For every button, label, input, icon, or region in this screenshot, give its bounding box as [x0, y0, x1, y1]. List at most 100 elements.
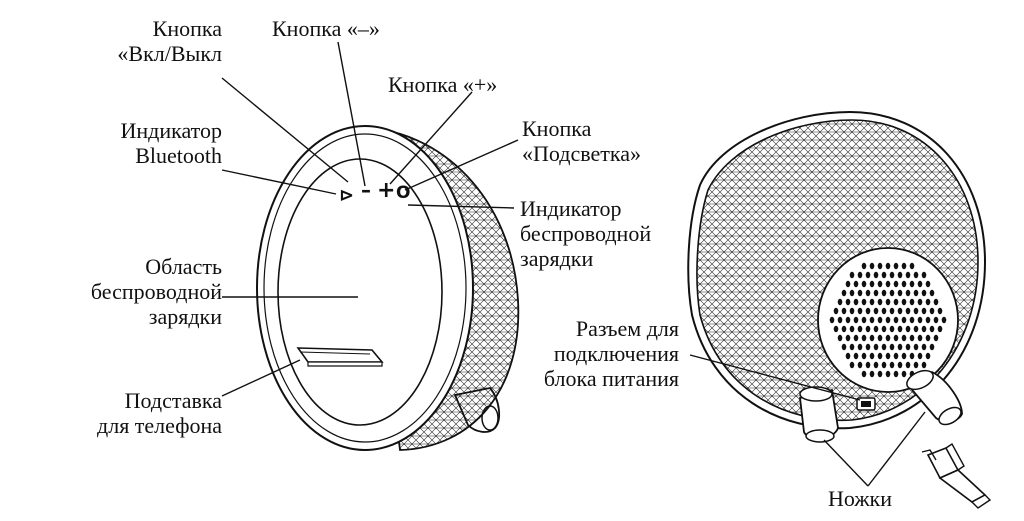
grille-hole [897, 325, 903, 333]
grille-hole [897, 289, 903, 297]
light-button-mark[interactable]: O [396, 183, 411, 203]
front-speaker [256, 125, 520, 451]
grille-hole [873, 307, 879, 315]
grille-hole [909, 352, 915, 360]
grille-hole [849, 307, 855, 315]
grille-hole [885, 280, 891, 288]
phone-stand-ledge [296, 347, 384, 367]
grille-hole [921, 289, 927, 297]
grille-hole [933, 334, 939, 342]
grille-hole [877, 334, 883, 342]
grille-hole [849, 271, 855, 279]
grille-hole [881, 343, 887, 351]
label-minus-button: Кнопка «–» [272, 16, 380, 41]
grille-hole [857, 361, 863, 369]
label-plus-button: Кнопка «+» [388, 72, 498, 97]
grille-hole [889, 325, 895, 333]
grille-hole [909, 262, 915, 270]
grille-hole [881, 271, 887, 279]
grille-hole [893, 316, 899, 324]
grille-hole [841, 289, 847, 297]
grille-hole [897, 307, 903, 315]
grille-hole [901, 316, 907, 324]
grille-hole [885, 334, 891, 342]
grille-hole [897, 271, 903, 279]
grille-hole [849, 325, 855, 333]
grille-hole [833, 325, 839, 333]
grille-hole [937, 325, 943, 333]
grille-hole [905, 289, 911, 297]
grille-hole [829, 316, 835, 324]
grille-hole [913, 325, 919, 333]
grille-hole [937, 307, 943, 315]
grille-hole [925, 334, 931, 342]
grille-hole [861, 352, 867, 360]
grille-hole [853, 298, 859, 306]
grille-hole [889, 343, 895, 351]
grille-hole [901, 262, 907, 270]
grille-hole [893, 334, 899, 342]
grille-hole [857, 325, 863, 333]
grille-hole [893, 352, 899, 360]
grille-hole [837, 334, 843, 342]
grille-hole [921, 271, 927, 279]
leader-plus [389, 91, 473, 185]
grille-hole [885, 316, 891, 324]
grille-hole [909, 280, 915, 288]
grille-hole [925, 352, 931, 360]
leader-minus [337, 41, 366, 187]
grille-hole [901, 334, 907, 342]
grille-hole [929, 325, 935, 333]
grille-hole [861, 280, 867, 288]
grille-hole [877, 352, 883, 360]
grille-hole [885, 298, 891, 306]
grille-hole [841, 325, 847, 333]
grille-hole [913, 343, 919, 351]
grille-hole [865, 343, 871, 351]
grille-hole [857, 307, 863, 315]
grille-hole [913, 307, 919, 315]
grille-hole [845, 334, 851, 342]
leader-power [221, 77, 349, 183]
grille-hole [853, 316, 859, 324]
grille-hole [861, 262, 867, 270]
grille-hole [893, 298, 899, 306]
grille-hole [897, 343, 903, 351]
grille-hole [929, 307, 935, 315]
grille-hole [841, 307, 847, 315]
grille-hole [877, 298, 883, 306]
leader-charge-indicator [407, 204, 515, 209]
grille-hole [901, 352, 907, 360]
grille-hole [849, 343, 855, 351]
grille-hole [853, 352, 859, 360]
grille-hole [857, 343, 863, 351]
grille-hole [889, 289, 895, 297]
grille-hole [849, 361, 855, 369]
grille-hole [917, 298, 923, 306]
grille-hole [917, 334, 923, 342]
grille-hole [905, 307, 911, 315]
grille-hole [905, 361, 911, 369]
label-charge-indicator: Индикатор беспроводной зарядки [520, 196, 652, 271]
grille-hole [869, 298, 875, 306]
back-foot-left [799, 386, 839, 443]
grille-hole [941, 316, 947, 324]
grille-hole [881, 361, 887, 369]
minus-button-mark[interactable]: – [361, 178, 371, 202]
label-power-connector: Разъем для подключения блока питания [543, 316, 679, 391]
grille-hole [873, 289, 879, 297]
grille-hole [853, 334, 859, 342]
grille-hole [873, 343, 879, 351]
grille-hole [917, 352, 923, 360]
grille-hole [869, 262, 875, 270]
grille-hole [877, 316, 883, 324]
grille-hole [897, 361, 903, 369]
grille-hole [873, 271, 879, 279]
label-power-button: Кнопка «Вкл/Выкл [117, 16, 222, 66]
label-feet: Ножки [828, 486, 893, 511]
grille-hole [869, 334, 875, 342]
plus-button-mark[interactable]: + [377, 178, 396, 203]
power-connector-port [856, 397, 876, 411]
